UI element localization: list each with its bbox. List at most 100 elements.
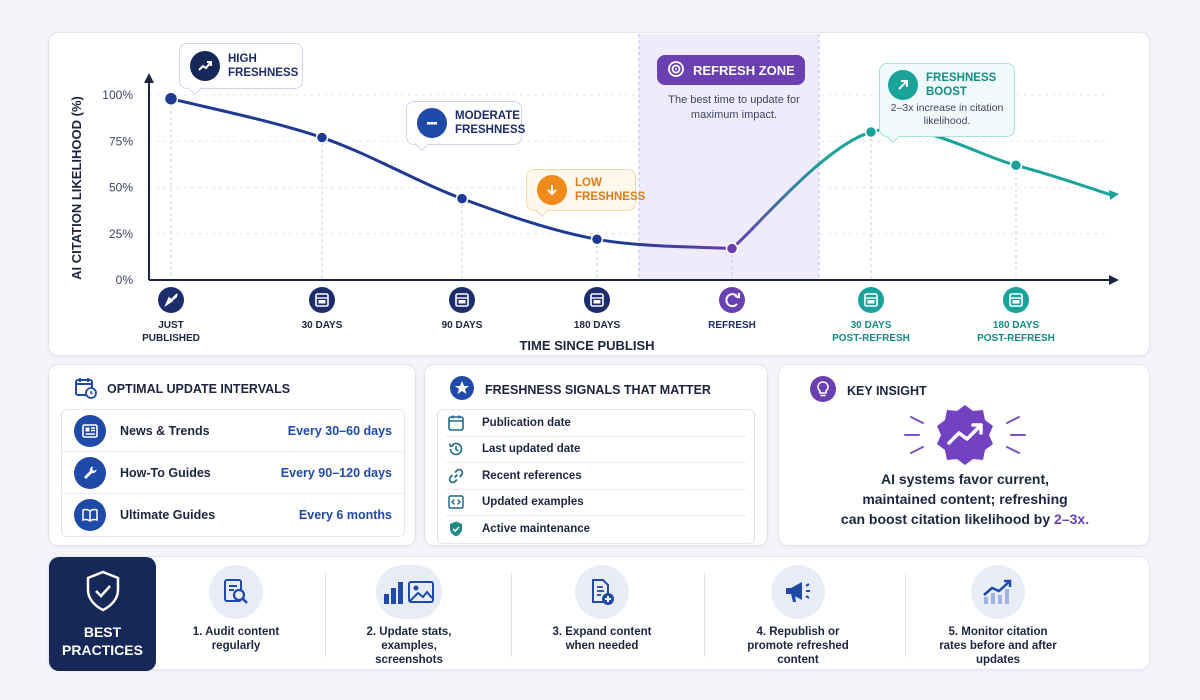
high-freshness-callout: HIGH FRESHNESS [179,43,303,89]
x-tick-label: REFRESH [708,320,756,331]
target-icon [667,60,685,81]
signal-list: Publication date Last updated date Recen… [437,409,755,544]
practice-item: 1. Audit content regularly [161,565,311,653]
practice-label: 5. Monitor citation rates before and aft… [939,626,1057,666]
y-tick-label: 75% [109,134,133,148]
stats-image-icon [376,565,442,619]
y-tick-label: 25% [109,227,133,241]
signal-label: Last updated date [482,443,581,456]
y-tick-label: 0% [116,273,134,287]
practice-item: 3. Expand content when needed [527,565,677,653]
y-axis-arrow [144,73,154,83]
x-tick-label: JUST [158,320,184,331]
shield-check-icon [83,569,123,617]
data-point [315,131,329,144]
key-insight-title: KEY INSIGHT [847,383,927,398]
data-point [163,91,179,106]
trend-up-icon [190,51,220,81]
interval-label: News & Trends [120,423,210,438]
chart-panel: 0% 25% 50% 75% 100% AI CITATION LIKELIHOOD (%… [48,32,1150,356]
best-practices-title-line-1: BEST [83,624,122,640]
insight-line-2: maintained content; refreshing [862,491,1068,507]
x-tick-label: 180 DAYS [574,320,621,331]
wrench-icon [74,456,106,489]
minus-circle-icon [417,108,447,138]
divider [511,573,512,657]
interval-value: Every 30–60 days [287,423,392,438]
x-tick-label: POST-REFRESH [832,333,910,344]
moderate-freshness-callout: MODERATE FRESHNESS [406,101,525,145]
x-tick-label: PUBLISHED [142,333,200,344]
calendar-glyph [455,293,469,307]
list-item: News & Trends Every 30–60 days [62,410,404,452]
book-icon [74,499,106,531]
freshness-signals-panel: FRESHNESS SIGNALS THAT MATTER Publicatio… [424,364,768,546]
interval-value: Every 90–120 days [280,465,392,480]
x-tick-label: 30 DAYS [851,320,892,331]
y-axis-label: AI CITATION LIKELIHOOD (%) [69,96,84,280]
calendar-glyph-dots [318,300,326,304]
key-insight-panel: KEY INSIGHT AI systems favor current, ma… [778,364,1150,546]
update-intervals-title: OPTIMAL UPDATE INTERVALS [107,381,291,396]
insight-text: AI systems favor current, maintained con… [779,469,1151,529]
y-tick-label: 100% [102,88,133,102]
x-tick-label: 180 DAYS [993,320,1040,331]
arrow-down-icon [537,175,567,205]
calendar-glyph [864,293,878,307]
lightbulb-icon [809,375,837,406]
insight-line-1: AI systems favor current, [880,471,1050,487]
divider [325,573,326,657]
insight-line-3: can boost citation likelihood by [840,511,1051,527]
practice-item: 5. Monitor citation rates before and aft… [923,565,1073,667]
interval-label: How-To Guides [120,465,211,480]
practice-label: 3. Expand content when needed [552,626,652,652]
series-arrowhead [1109,190,1119,200]
calendar-glyph-dots [458,300,466,304]
freshness-signals-header: FRESHNESS SIGNALS THAT MATTER [449,375,711,404]
insight-emphasis: 2–3x. [1054,511,1090,527]
data-point [725,242,739,255]
signal-label: Active maintenance [482,523,591,536]
practice-item: 4. Republish or promote refreshed conten… [723,565,873,667]
trend-chart-icon [971,565,1025,619]
calendar-glyph-dots [1012,300,1020,304]
x-axis-label: TIME SINCE PUBLISH [519,338,654,353]
refresh-zone-title: REFRESH ZONE [657,55,805,85]
freshness-boost-label: FRESHNESS BOOST [926,72,997,98]
star-badge-icon [449,375,475,404]
signal-label: Updated examples [482,496,584,509]
signal-label: Recent references [482,469,582,482]
rocket-glyph [164,293,178,308]
practice-label: 2. Update stats, examples, screenshots [366,626,452,666]
x-tick-label: 90 DAYS [442,320,483,331]
freshness-boost-description: 2–3x increase in citation likelihood. [890,102,1004,127]
newspaper-icon [74,414,106,447]
link-icon [446,466,466,486]
divider [704,573,705,657]
calendar-glyph-dots [593,300,601,304]
list-item: Publication date [446,410,746,437]
key-insight-header: KEY INSIGHT [809,375,927,406]
data-point [864,125,878,139]
list-item: Last updated date [446,437,746,463]
calendar-glyph [315,293,329,307]
interval-value: Every 6 months [298,508,392,522]
refresh-icon [719,287,745,313]
freshness-signals-title: FRESHNESS SIGNALS THAT MATTER [485,382,711,397]
code-icon [446,492,466,512]
best-practices-panel: BEST PRACTICES 1. Audit content regularl… [48,556,1150,671]
y-tick-label: 50% [109,181,133,195]
list-item: Updated examples [446,490,746,516]
interval-label: Ultimate Guides [120,508,216,522]
refresh-zone-label: REFRESH ZONE [693,62,795,78]
calendar-clock-icon [73,375,97,402]
update-intervals-header: OPTIMAL UPDATE INTERVALS [73,375,290,402]
insight-emblem [891,403,1039,467]
calendar-glyph-dots [867,300,875,304]
audit-icon [209,565,263,619]
list-item: How-To Guides Every 90–120 days [62,452,404,494]
x-tick-label: 30 DAYS [302,320,343,331]
arrow-up-right-icon [888,70,918,100]
history-icon [446,439,466,459]
practice-label: 4. Republish or promote refreshed conten… [747,626,849,666]
